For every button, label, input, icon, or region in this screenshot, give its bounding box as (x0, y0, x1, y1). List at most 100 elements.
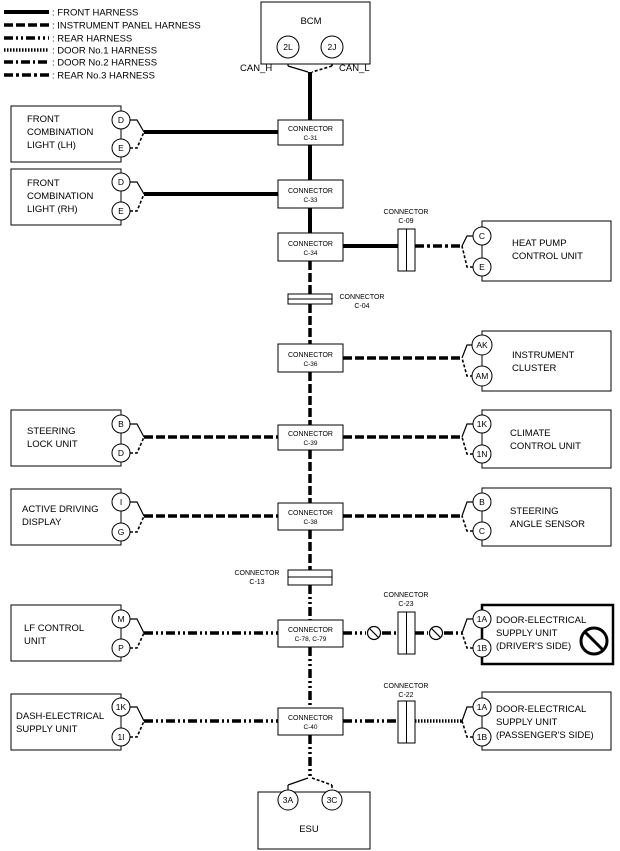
svg-text:E: E (479, 262, 485, 272)
svg-text:E: E (118, 206, 124, 216)
no-sign-icon (428, 625, 444, 641)
legend-front: : FRONT HARNESS (52, 8, 138, 19)
bcm-box: BCM 2L 2J CAN_H CAN_L (240, 1, 371, 74)
connector-c40: CONNECTOR C-40 (277, 707, 344, 736)
svg-text:CLIMATE: CLIMATE (510, 428, 550, 439)
esu-pin-3c: 3C (327, 795, 338, 805)
svg-text:CONNECTOR: CONNECTOR (288, 241, 333, 248)
svg-text:D: D (118, 448, 124, 458)
svg-text:ACTIVE DRIVING: ACTIVE DRIVING (22, 504, 99, 515)
unit-front-combination-light-lh: FRONT COMBINATION LIGHT (LH) D E (10, 105, 131, 163)
unit-lf-control: LF CONTROL UNIT M P (10, 604, 131, 662)
unit-front-combination-light-rh: FRONT COMBINATION LIGHT (RH) D E (10, 168, 131, 226)
svg-text:HEAT PUMP: HEAT PUMP (512, 238, 567, 249)
legend-rear3: : REAR No.3 HARNESS (52, 71, 155, 82)
svg-text:AK: AK (476, 340, 488, 350)
connector-c78-c79: CONNECTOR C-78, C-79 (277, 619, 344, 648)
svg-text:LF CONTROL: LF CONTROL (24, 623, 84, 634)
svg-text:LIGHT (LH): LIGHT (LH) (27, 140, 76, 151)
prohibited-icon (579, 626, 609, 656)
connector-c34: CONNECTOR C-34 (277, 232, 344, 262)
svg-text:1A: 1A (477, 614, 488, 624)
svg-text:D: D (118, 177, 124, 187)
svg-text:C-13: C-13 (249, 579, 264, 586)
svg-text:C-39: C-39 (303, 440, 317, 447)
svg-text:FRONT: FRONT (27, 178, 60, 189)
svg-text:1I: 1I (117, 732, 124, 742)
unit-steering-angle-sensor: STEERING ANGLE SENSOR B C (472, 487, 612, 547)
svg-text:CONNECTOR: CONNECTOR (288, 627, 333, 634)
svg-text:SUPPLY UNIT: SUPPLY UNIT (496, 628, 558, 639)
svg-text:C-38: C-38 (303, 519, 317, 526)
legend-instrument-panel: : INSTRUMENT PANEL HARNESS (52, 21, 201, 32)
svg-text:B: B (118, 419, 124, 429)
svg-text:SUPPLY UNIT: SUPPLY UNIT (496, 717, 558, 728)
connector-c09: CONNECTOR C-09 (384, 209, 428, 272)
wires (144, 58, 462, 792)
connector-c39: CONNECTOR C-39 (277, 424, 344, 451)
svg-text:C-40: C-40 (303, 724, 317, 731)
svg-text:CONNECTOR: CONNECTOR (288, 715, 333, 722)
svg-text:G: G (118, 527, 125, 537)
svg-text:I: I (120, 497, 122, 507)
svg-text:DOOR-ELECTRICAL: DOOR-ELECTRICAL (496, 704, 586, 715)
svg-text:CLUSTER: CLUSTER (512, 363, 556, 374)
svg-text:C-34: C-34 (303, 250, 317, 257)
svg-text:CONNECTOR: CONNECTOR (288, 510, 333, 517)
svg-text:(PASSENGER'S SIDE): (PASSENGER'S SIDE) (496, 730, 594, 741)
can-h-label: CAN_H (240, 63, 272, 74)
svg-text:UNIT: UNIT (24, 636, 46, 647)
svg-text:CONNECTOR: CONNECTOR (288, 188, 333, 195)
svg-text:CONNECTOR: CONNECTOR (288, 126, 333, 133)
pin-stubs (130, 119, 473, 738)
svg-text:STEERING: STEERING (27, 426, 76, 437)
connector-c04: CONNECTOR C-04 (287, 293, 385, 310)
svg-text:C: C (479, 231, 485, 241)
svg-text:(DRIVER'S SIDE): (DRIVER'S SIDE) (496, 641, 571, 652)
svg-text:1A: 1A (477, 702, 488, 712)
svg-text:B: B (479, 497, 485, 507)
svg-text:C-22: C-22 (398, 692, 413, 699)
svg-text:1K: 1K (116, 702, 127, 712)
svg-text:C-36: C-36 (303, 361, 317, 368)
unit-door-electrical-driver: DOOR-ELECTRICAL SUPPLY UNIT (DRIVER'S SI… (472, 603, 615, 666)
svg-text:C: C (479, 526, 485, 536)
esu-pin-3a: 3A (283, 795, 294, 805)
connector-c22: CONNECTOR C-22 (384, 683, 429, 744)
connector-c23: CONNECTOR C-23 (384, 592, 429, 655)
svg-text:C-31: C-31 (303, 135, 317, 142)
svg-text:COMBINATION: COMBINATION (27, 191, 93, 202)
inline-connectors: CONNECTOR C-04 CONNECTOR C-13 CONNECTOR … (235, 209, 444, 744)
svg-text:COMBINATION: COMBINATION (27, 127, 93, 138)
unit-steering-lock: STEERING LOCK UNIT B D (10, 409, 131, 467)
svg-text:C-23: C-23 (398, 601, 413, 608)
svg-text:M: M (117, 614, 124, 624)
bcm-pin-2l: 2L (283, 42, 293, 52)
svg-text:CONNECTOR: CONNECTOR (384, 592, 429, 599)
svg-text:CONTROL UNIT: CONTROL UNIT (512, 251, 583, 262)
esu-box: 3A 3C ESU (257, 789, 371, 850)
legend-door1: : DOOR No.1 HARNESS (52, 46, 157, 57)
svg-text:CONTROL UNIT: CONTROL UNIT (510, 441, 581, 452)
svg-text:DOOR-ELECTRICAL: DOOR-ELECTRICAL (496, 615, 586, 626)
svg-text:CONNECTOR: CONNECTOR (235, 570, 280, 577)
legend: : FRONT HARNESS : INSTRUMENT PANEL HARNE… (4, 8, 201, 82)
connector-c31: CONNECTOR C-31 (277, 119, 344, 146)
bcm-pin-2j: 2J (328, 42, 337, 52)
connector-c33: CONNECTOR C-33 (277, 179, 344, 209)
connector-c36: CONNECTOR C-36 (277, 343, 344, 373)
legend-door2: : DOOR No.2 HARNESS (52, 58, 157, 69)
svg-text:CONNECTOR: CONNECTOR (340, 294, 385, 301)
svg-text:INSTRUMENT: INSTRUMENT (512, 350, 574, 361)
svg-text:CONNECTOR: CONNECTOR (384, 683, 429, 690)
unit-active-driving-display: ACTIVE DRIVING DISPLAY I G (10, 488, 131, 546)
can-l-label: CAN_L (339, 63, 370, 74)
svg-text:E: E (118, 143, 124, 153)
svg-text:C-09: C-09 (398, 218, 413, 225)
svg-text:AM: AM (476, 371, 489, 381)
svg-text:P: P (118, 643, 124, 653)
svg-text:D: D (118, 115, 124, 125)
svg-text:1K: 1K (477, 419, 488, 429)
unit-climate-control: CLIMATE CONTROL UNIT 1K 1N (472, 409, 612, 469)
